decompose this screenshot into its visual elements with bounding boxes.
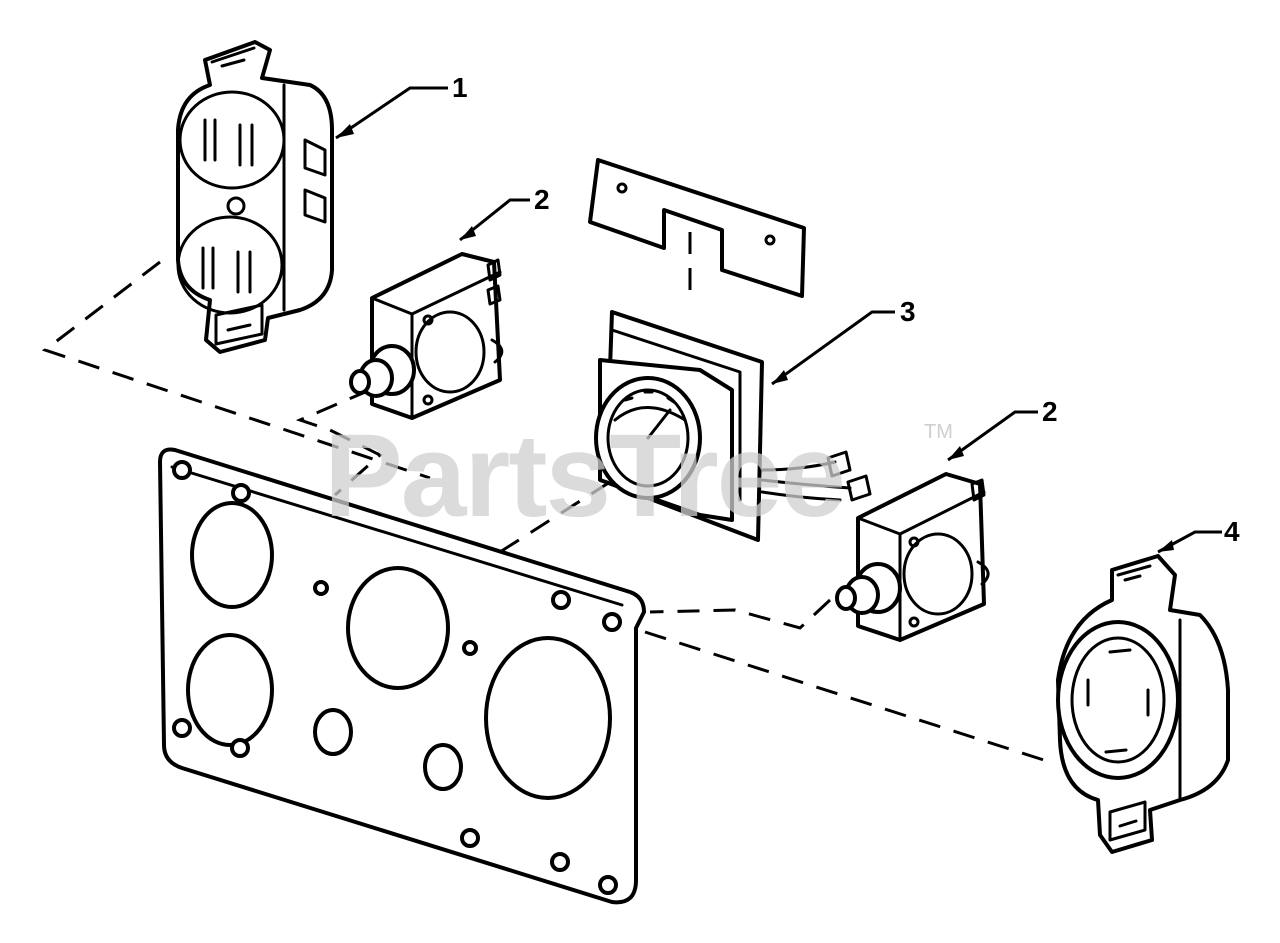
- duplex-receptacle: [176, 40, 334, 354]
- callout-2-lower: 2: [1042, 396, 1058, 427]
- circuit-breaker-lower: [835, 472, 990, 642]
- circuit-breaker-upper: [349, 252, 504, 420]
- meter-assembly: [594, 310, 872, 542]
- watermark: PartsTree TM: [324, 410, 953, 542]
- callout-3: 3: [900, 296, 916, 327]
- callout-labels: 1 2 3 2 4: [452, 72, 1240, 547]
- mounting-plate: [158, 447, 646, 905]
- locking-receptacle: [1056, 554, 1230, 854]
- assembly-dashed-lines: [41, 210, 1051, 764]
- watermark-text: PartsTree: [324, 410, 844, 542]
- callout-leaders: [335, 86, 1222, 554]
- callout-1: 1: [452, 72, 468, 103]
- meter-bracket: [588, 158, 806, 298]
- callout-4: 4: [1224, 516, 1240, 547]
- callout-2-upper: 2: [534, 184, 550, 215]
- watermark-trademark: TM: [924, 421, 953, 443]
